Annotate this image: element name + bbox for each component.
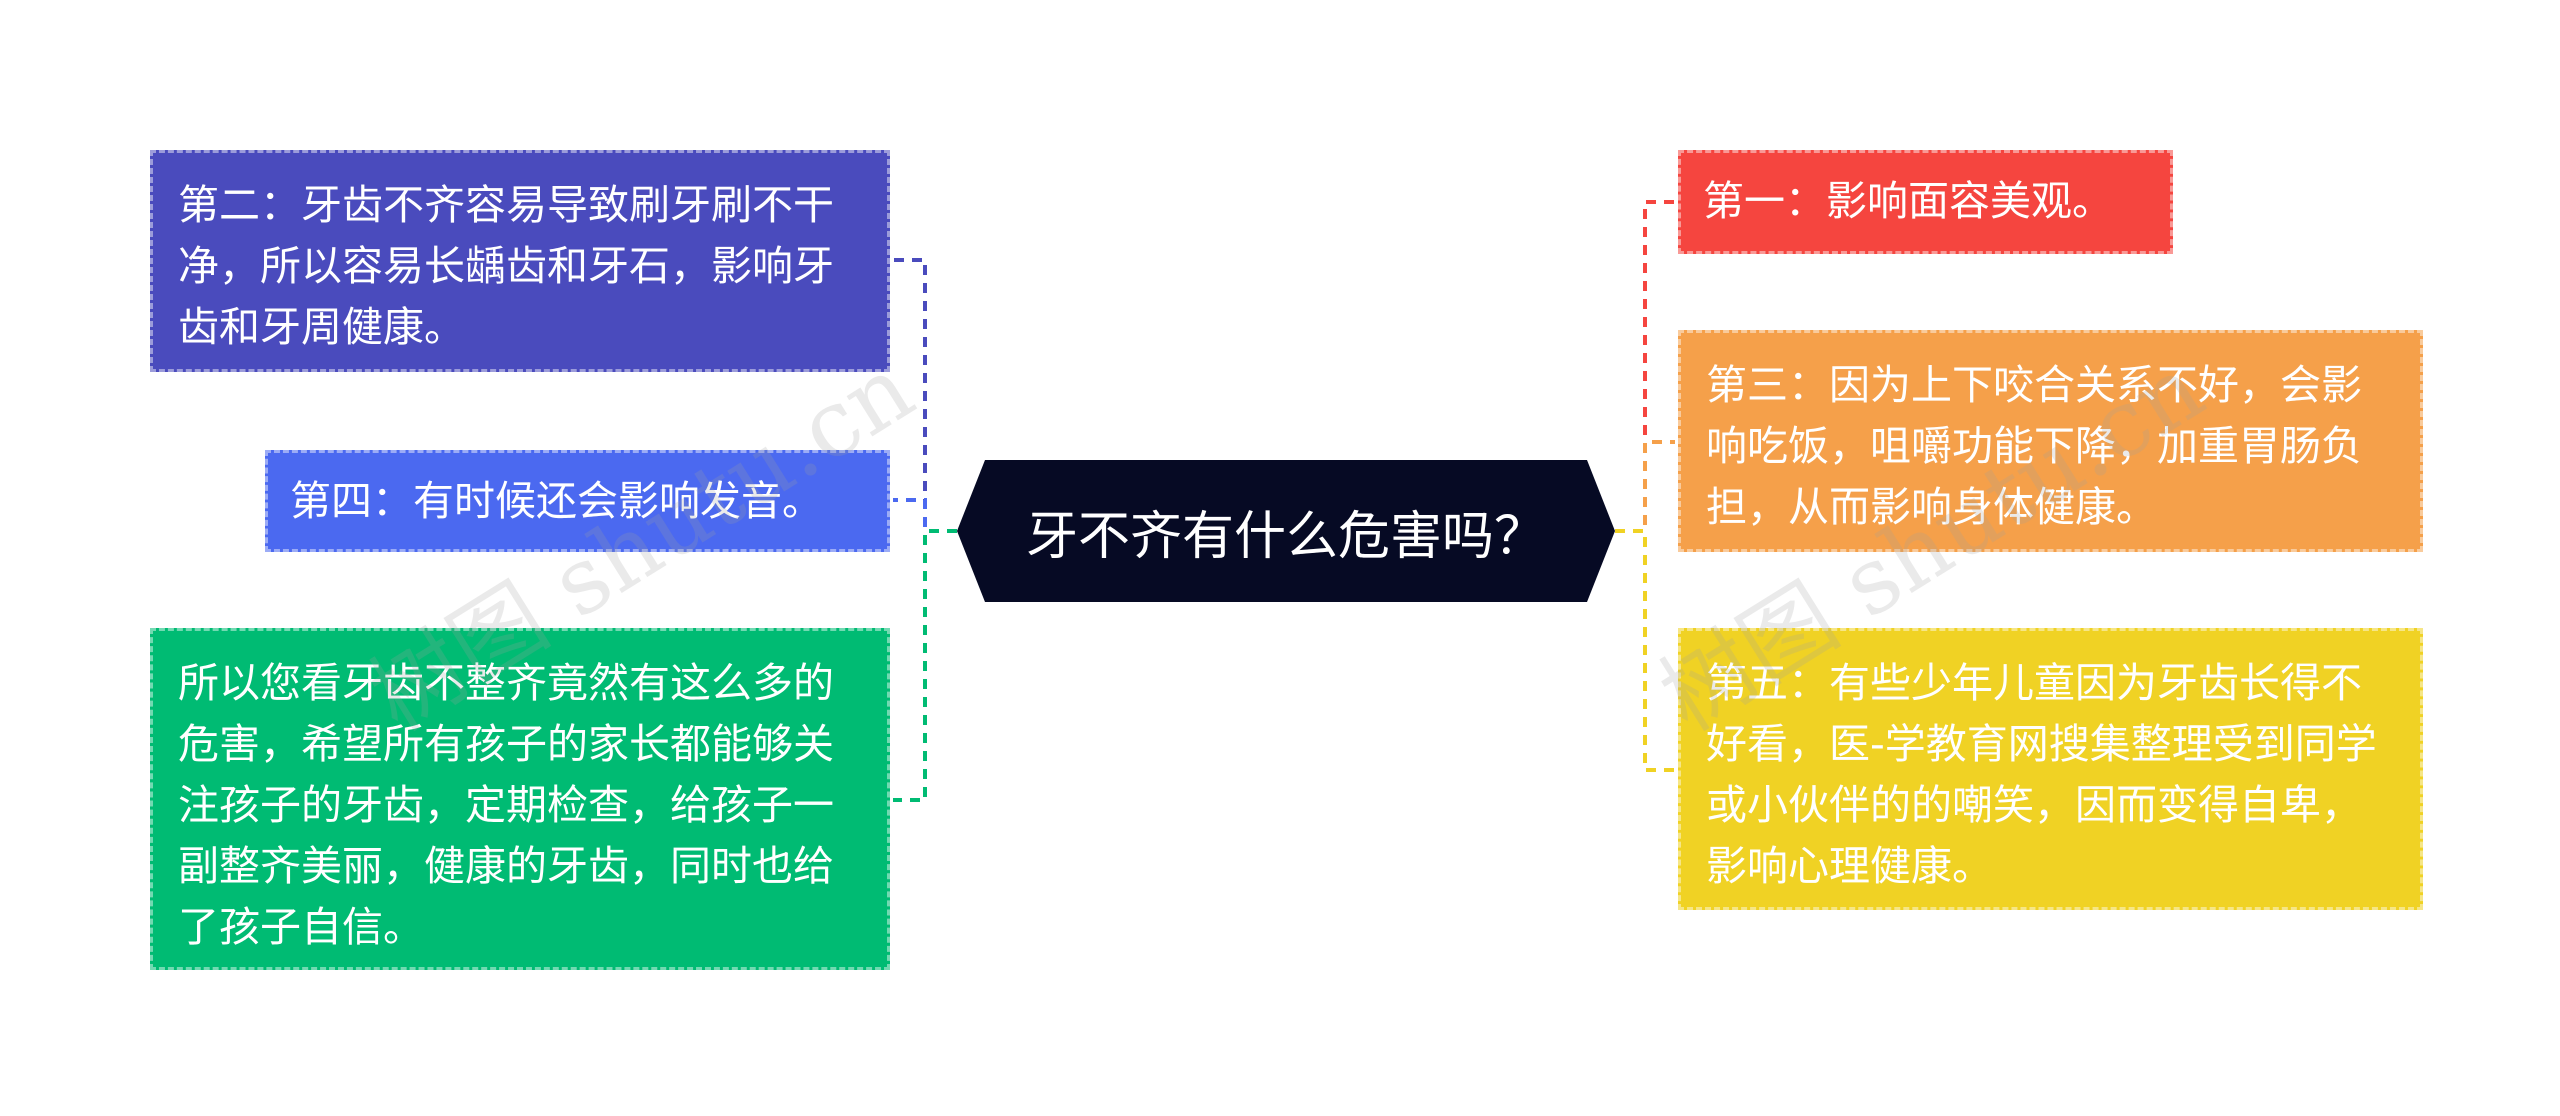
connector-n4 bbox=[893, 498, 957, 533]
node-summary-text: 所以您看牙齿不整齐竟然有这么多的危害，希望所有孩子的家长都能够关注孩子的牙齿，定… bbox=[178, 659, 834, 951]
central-topic-shape bbox=[957, 460, 1615, 602]
connector-n5 bbox=[1615, 529, 1675, 772]
connector-nsum bbox=[893, 529, 957, 802]
central-topic-label: 牙不齐有什么危害吗？ bbox=[1025, 506, 1546, 567]
node-fourth-point-text: 第四：有时候还会影响发音。 bbox=[290, 477, 823, 525]
node-third-point-text: 第三：因为上下咬合关系不好，会影响吃饭，咀嚼功能下降，加重胃肠负担，从而影响身体… bbox=[1706, 361, 2362, 531]
node-fourth-point[interactable]: 第四：有时候还会影响发音。 bbox=[265, 450, 890, 552]
node-third-point[interactable]: 第三：因为上下咬合关系不好，会影响吃饭，咀嚼功能下降，加重胃肠负担，从而影响身体… bbox=[1678, 330, 2423, 552]
connector-n3 bbox=[1615, 440, 1675, 533]
node-fifth-point-text: 第五：有些少年儿童因为牙齿长得不好看，医-学教育网搜集整理受到同学或小伙伴的的嘲… bbox=[1706, 659, 2377, 890]
connector-n2 bbox=[893, 258, 957, 533]
node-second-point[interactable]: 第二：牙齿不齐容易导致刷牙刷不干净，所以容易长龋齿和牙石，影响牙齿和牙周健康。 bbox=[150, 150, 890, 372]
node-second-point-text: 第二：牙齿不齐容易导致刷牙刷不干净，所以容易长龋齿和牙石，影响牙齿和牙周健康。 bbox=[178, 181, 834, 351]
node-first-point-text: 第一：影响面容美观。 bbox=[1703, 177, 2113, 225]
node-first-point[interactable]: 第一：影响面容美观。 bbox=[1678, 150, 2173, 254]
node-summary[interactable]: 所以您看牙齿不整齐竟然有这么多的危害，希望所有孩子的家长都能够关注孩子的牙齿，定… bbox=[150, 628, 890, 970]
central-topic[interactable]: 牙不齐有什么危害吗？ bbox=[957, 460, 1615, 602]
node-fifth-point[interactable]: 第五：有些少年儿童因为牙齿长得不好看，医-学教育网搜集整理受到同学或小伙伴的的嘲… bbox=[1678, 628, 2423, 910]
